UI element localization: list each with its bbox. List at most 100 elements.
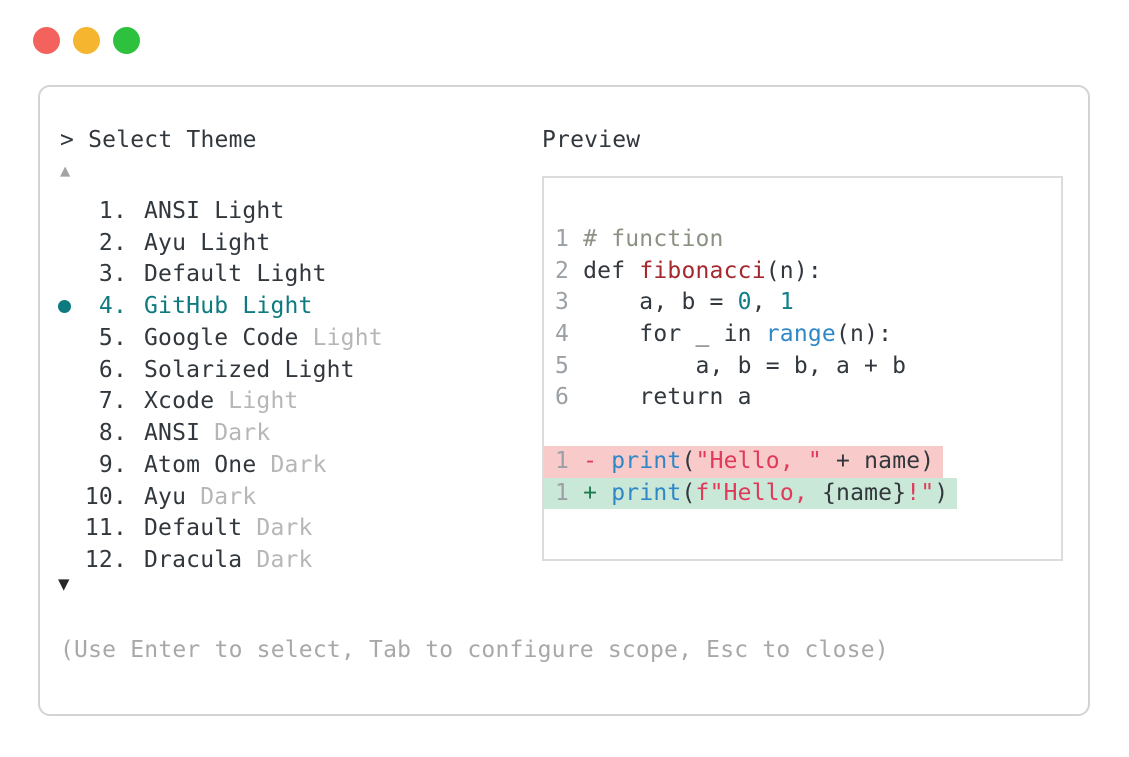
minimize-window-icon[interactable]	[73, 27, 100, 54]
code-line-content: 2 def fibonacci(n):	[544, 256, 822, 288]
line-number: 1	[555, 226, 584, 252]
line-number: 1	[555, 447, 584, 474]
code-line: 1 # function	[544, 224, 1061, 256]
code-token-call: print	[611, 479, 682, 506]
code-line-content: 5 a, b = b, a + b	[544, 351, 906, 383]
select-theme-prompt: > Select Theme	[60, 127, 257, 153]
theme-item-number: 4.	[98, 293, 127, 320]
code-token-fg: (	[681, 479, 696, 506]
theme-item-name: ANSI	[144, 197, 215, 224]
code-token-func: fibonacci	[639, 257, 766, 284]
code-token-fg: {name}	[821, 479, 907, 506]
theme-item-number: 8.	[98, 420, 127, 447]
theme-item-ansi-dark[interactable]: 8. ANSI Dark	[56, 417, 383, 449]
theme-selector-window: > Select Theme Preview ▲ 1. ANSI Light 2. A…	[38, 85, 1090, 716]
theme-item-default-light[interactable]: 3. Default Light	[56, 259, 383, 291]
close-window-icon[interactable]	[33, 27, 60, 54]
theme-item-name: Ayu	[144, 483, 201, 510]
line-number: 2	[555, 257, 584, 284]
theme-item-number: 9.	[98, 451, 127, 478]
line-number: 1	[555, 479, 584, 506]
code-line: 6 return a	[544, 382, 1061, 414]
code-token-fg: return a	[583, 384, 752, 411]
diff-line-removed: 1 - print("Hello, " + name)	[544, 445, 1061, 478]
diff-line-added: 1 + print(f"Hello, {name}!")	[544, 477, 1061, 510]
theme-item-name: ANSI	[144, 420, 215, 447]
theme-item-variant: Light	[284, 356, 355, 383]
theme-item-google-code-light[interactable]: 5. Google Code Light	[56, 322, 383, 354]
theme-item-number: 1.	[98, 197, 127, 224]
selected-bullet-icon	[58, 299, 71, 313]
code-token-string: "Hello, "	[695, 447, 822, 474]
theme-item-name: Dracula	[144, 547, 257, 574]
window-traffic-lights	[33, 27, 140, 54]
code-line: 5 a, b = b, a + b	[544, 351, 1061, 383]
code-line-content: 1 - print("Hello, " + name)	[544, 445, 944, 478]
theme-item-ayu-light[interactable]: 2. Ayu Light	[56, 227, 383, 259]
code-token-fg: (n):	[765, 257, 822, 284]
code-line-content: 6 return a	[544, 382, 752, 414]
bullet-column	[56, 299, 83, 313]
code-line-content: 1 # function	[544, 224, 724, 256]
code-line-content: 3 a, b = 0, 1	[544, 287, 794, 319]
theme-item-github-light[interactable]: 4. GitHub Light	[56, 290, 383, 322]
theme-item-variant: Dark	[256, 547, 313, 574]
code-token-num: 0	[737, 289, 752, 316]
theme-item-number: 12.	[84, 547, 127, 574]
theme-item-xcode-light[interactable]: 7.Xcode Light	[56, 386, 383, 418]
theme-item-name: Xcode	[144, 388, 229, 415]
theme-item-dracula-dark[interactable]: 12. Dracula Dark	[56, 544, 383, 576]
code-line: 3 a, b = 0, 1	[544, 287, 1061, 319]
theme-item-name: Google Code	[144, 324, 313, 351]
scroll-up-icon[interactable]: ▲	[60, 161, 71, 181]
code-token-num: 1	[779, 289, 794, 316]
theme-item-name: Default	[144, 261, 257, 288]
code-token-string: f"Hello,	[695, 479, 822, 506]
line-number: 6	[555, 384, 584, 411]
maximize-window-icon[interactable]	[113, 27, 140, 54]
theme-item-variant: Light	[256, 261, 327, 288]
theme-item-variant: Light	[228, 388, 299, 415]
code-token-fg: def	[583, 257, 640, 284]
preview-heading: Preview	[542, 127, 641, 153]
theme-item-variant: Dark	[270, 451, 327, 478]
theme-item-variant: Light	[200, 229, 271, 256]
theme-item-ayu-dark[interactable]: 10. Ayu Dark	[56, 481, 383, 513]
theme-item-number: 3.	[98, 261, 127, 288]
theme-item-ansi-light[interactable]: 1.ANSI Light	[56, 195, 383, 227]
code-token-fg: (	[681, 447, 696, 474]
code-blank-line	[544, 414, 1061, 446]
theme-item-number: 2.	[98, 229, 127, 256]
theme-item-default-dark[interactable]: 11. Default Dark	[56, 513, 383, 545]
code-token-removed: -	[583, 447, 612, 474]
theme-item-number: 10.	[84, 483, 127, 510]
theme-item-name: GitHub	[144, 293, 243, 320]
scroll-down-icon[interactable]: ▼	[58, 573, 70, 595]
code-token-fg: a, b =	[583, 289, 738, 316]
code-token-added: +	[583, 479, 612, 506]
code-token-fg: (n):	[835, 321, 893, 348]
theme-item-variant: Dark	[200, 483, 257, 510]
theme-item-variant: Light	[242, 293, 313, 320]
theme-item-number: 5.	[98, 324, 127, 351]
theme-item-number: 11.	[84, 515, 127, 542]
theme-item-variant: Light	[312, 324, 383, 351]
theme-item-variant: Dark	[214, 420, 271, 447]
code-line-content: 4 for _ in range(n):	[544, 319, 892, 351]
code-token-string: !"	[906, 479, 935, 506]
line-number: 5	[555, 352, 584, 379]
theme-item-variant: Dark	[256, 515, 313, 542]
theme-item-atom-one-dark[interactable]: 9. Atom One Dark	[56, 449, 383, 481]
theme-item-solarized-light[interactable]: 6.Solarized Light	[56, 354, 383, 386]
theme-item-number: 6.	[98, 356, 127, 383]
theme-item-name: Atom One	[144, 451, 271, 478]
theme-item-name: Ayu	[144, 229, 201, 256]
code-token-call: range	[765, 321, 836, 348]
keyboard-hint: (Use Enter to select, Tab to configure s…	[60, 637, 889, 663]
theme-item-name: Default	[144, 515, 257, 542]
code-line-content: 1 + print(f"Hello, {name}!")	[544, 477, 958, 510]
code-line: 2 def fibonacci(n):	[544, 256, 1061, 288]
